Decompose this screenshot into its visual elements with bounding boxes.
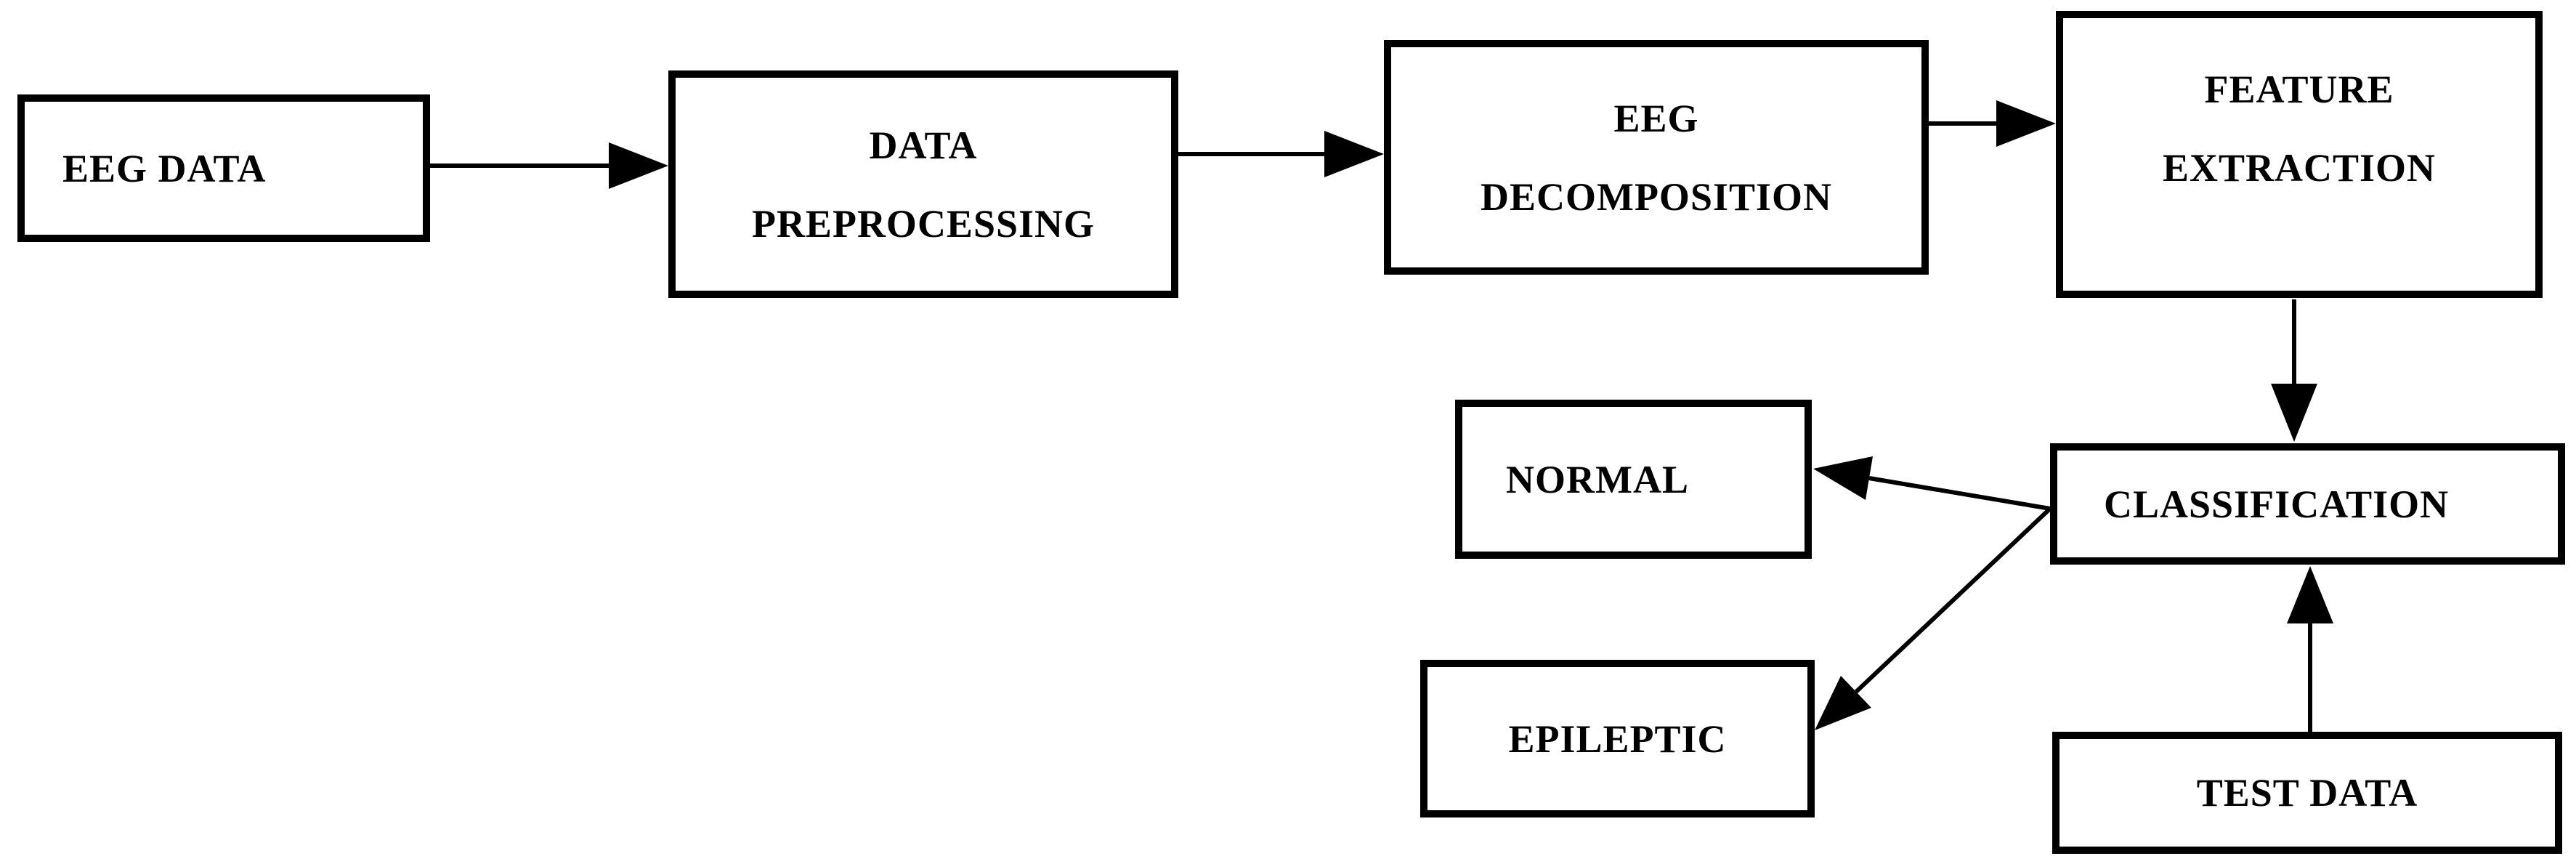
arrowhead-right-icon: [609, 142, 668, 189]
arrow-classification-to-epileptic: [1815, 506, 2052, 730]
node-normal: NORMAL: [1455, 400, 1812, 559]
arrowhead-left-icon: [1813, 456, 1873, 500]
arrowhead-right-icon: [1996, 100, 2056, 147]
node-feature-extraction: FEATURE EXTRACTION: [2056, 11, 2543, 298]
node-test-data-label: TEST DATA: [2196, 771, 2418, 815]
node-eeg-data: EEG DATA: [17, 94, 430, 242]
node-epileptic-label: EPILEPTIC: [1508, 716, 1727, 761]
node-eeg-decomposition-label-line1: EEG: [1613, 96, 1699, 140]
arrowhead-right-icon: [1324, 131, 1384, 177]
arrow-classification-to-normal: [1813, 456, 2051, 511]
arrow-test-data-to-classification: [2287, 566, 2333, 732]
arrow-feature-extraction-to-classification: [2271, 299, 2317, 442]
arrow-data-preprocessing-to-eeg-decomposition: [1178, 131, 1384, 177]
node-feature-extraction-label-line1: FEATURE: [2204, 67, 2394, 111]
node-test-data: TEST DATA: [2052, 732, 2562, 854]
node-data-preprocessing-label-line2: PREPROCESSING: [751, 201, 1095, 246]
node-eeg-data-label: EEG DATA: [62, 146, 267, 190]
node-eeg-decomposition: EEG DECOMPOSITION: [1384, 40, 1929, 275]
arrowhead-down-icon: [2271, 384, 2317, 442]
node-classification-label: CLASSIFICATION: [2104, 482, 2450, 526]
arrowhead-down-left-icon: [1815, 676, 1871, 730]
arrowhead-up-icon: [2287, 566, 2333, 623]
node-classification: CLASSIFICATION: [2050, 443, 2565, 565]
node-feature-extraction-label-line2: EXTRACTION: [2162, 145, 2437, 190]
node-eeg-decomposition-label-line2: DECOMPOSITION: [1480, 174, 1833, 219]
node-data-preprocessing-label-line1: DATA: [869, 123, 978, 167]
node-epileptic: EPILEPTIC: [1420, 660, 1815, 817]
node-normal-label: NORMAL: [1506, 457, 1689, 501]
node-data-preprocessing: DATA PREPROCESSING: [668, 70, 1178, 298]
arrow-eeg-decomposition-to-feature-extraction: [1929, 100, 2056, 147]
arrow-eeg-data-to-data-preprocessing: [430, 142, 668, 189]
